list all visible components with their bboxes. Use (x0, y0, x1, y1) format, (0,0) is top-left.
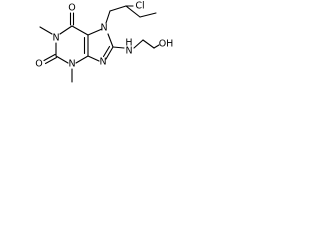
atom-nh-h: H (125, 38, 132, 49)
bond-c2-o-a (43, 53, 56, 62)
atom-oh: OH (159, 39, 174, 50)
atom-n9: N (99, 57, 106, 68)
bond-ch2-ch2 (142, 39, 155, 49)
bond-c8-n9 (105, 46, 114, 60)
bond-c8-nh (112, 46, 125, 49)
bond-n7-ch2 (105, 10, 111, 24)
atom-n1: N (52, 33, 59, 44)
bond-ch2-ch3 (139, 12, 157, 18)
bond-c4-n3 (75, 55, 89, 64)
atom-n3: N (68, 59, 75, 70)
atom-nh-n: N (125, 46, 132, 57)
bond-c6-c5 (71, 25, 89, 36)
structure-diagram: O O N N N N Cl H N OH (35, 1, 173, 83)
bonds (39, 5, 160, 83)
bond-chcl-ch2 (125, 5, 141, 18)
bond-n9-c4 (87, 55, 100, 62)
atom-labels: O O N N N N Cl H N OH (35, 1, 173, 70)
bond-c8-n9-double (102, 45, 111, 58)
atom-cl: Cl (135, 1, 144, 12)
bond-n7-c8 (107, 33, 114, 48)
atom-n7: N (100, 23, 107, 34)
bond-c5-n7 (87, 28, 103, 36)
bond-ch2-chcl (109, 5, 127, 12)
atom-o-top: O (68, 3, 75, 14)
bond-ch2-oh (153, 44, 160, 49)
bond-n1-c6 (59, 25, 73, 35)
bond-nh-ch2 (133, 39, 144, 49)
atom-o-left: O (35, 59, 42, 70)
bond-n1-methyl (39, 26, 53, 35)
bond-c2-o-b (44, 56, 58, 65)
bond-n3-c2 (55, 55, 69, 64)
